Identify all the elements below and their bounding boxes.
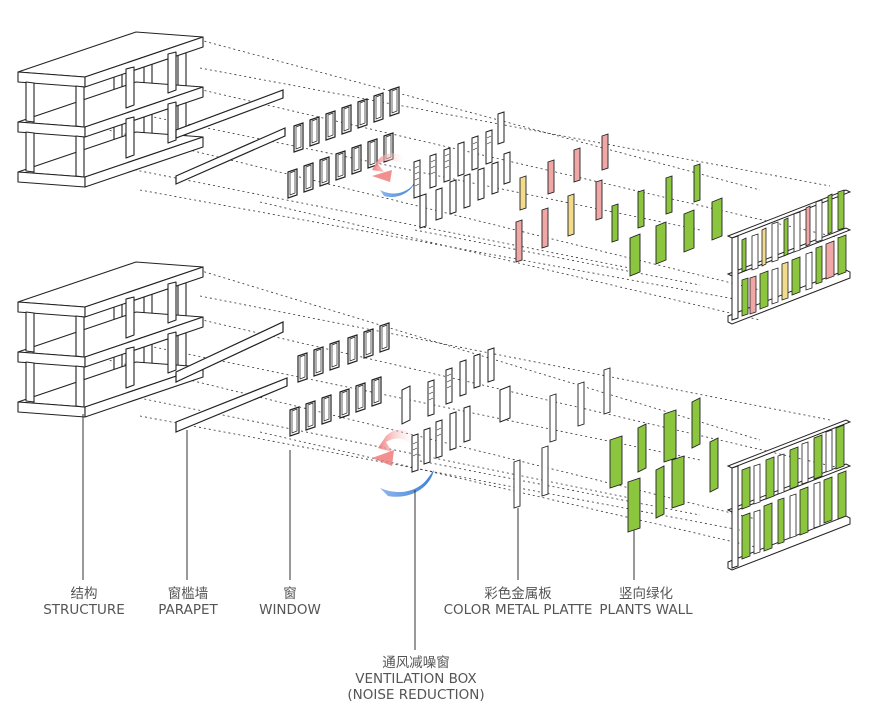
label-structure-cn: 结构	[70, 586, 98, 602]
parapet-bar-icon	[175, 321, 288, 433]
label-window-cn: 窗	[283, 586, 297, 602]
ventilation-louvres	[412, 373, 452, 457]
label-ventilation: 通风减噪窗 VENTILATION BOX (NOISE REDUCTION)	[340, 655, 492, 703]
plant-panel-icon	[611, 163, 723, 277]
structure-frame-icon	[17, 261, 204, 418]
assembled-facade-bottom	[726, 419, 852, 571]
ventilation-box-icon	[401, 347, 511, 473]
plant-panel-icon	[609, 397, 719, 533]
label-plants: 竖向绿化 PLANTS WALL	[594, 586, 698, 618]
label-metal: 彩色金属板 COLOR METAL PLATTE	[440, 586, 596, 618]
airflow-arrow-icon	[372, 429, 434, 497]
label-ventilation-en2: (NOISE REDUCTION)	[347, 687, 485, 703]
label-metal-cn: 彩色金属板	[484, 586, 552, 602]
metal-plate-icon	[515, 133, 609, 263]
projection-lines-top	[99, 35, 841, 321]
label-window-en: WINDOW	[259, 602, 321, 618]
label-parapet: 窗槛墙 PARAPET	[150, 586, 226, 618]
bottom-assembly	[17, 261, 852, 571]
top-assembly	[17, 31, 852, 325]
label-structure: 结构 STRUCTURE	[38, 586, 130, 618]
window-panel-icon	[289, 322, 390, 437]
label-ventilation-en1: VENTILATION BOX	[355, 671, 477, 687]
label-window: 窗 WINDOW	[252, 586, 328, 618]
ventilation-louvres	[414, 135, 492, 187]
parapet-bar-icon	[175, 89, 286, 185]
ventilation-box-icon	[413, 111, 511, 229]
structure-frame-icon	[17, 31, 204, 188]
metal-plate-icon	[513, 367, 611, 509]
label-plants-cn: 竖向绿化	[619, 586, 673, 602]
label-plants-en: PLANTS WALL	[599, 602, 693, 618]
label-metal-en: COLOR METAL PLATTE	[443, 602, 593, 618]
airflow-arrow-icon	[372, 153, 416, 198]
label-parapet-cn: 窗槛墙	[167, 586, 209, 602]
label-parapet-en: PARAPET	[158, 602, 218, 618]
label-ventilation-cn: 通风减噪窗	[382, 655, 450, 671]
assembled-facade-top	[726, 189, 852, 325]
leader-lines	[82, 414, 635, 650]
label-structure-en: STRUCTURE	[43, 602, 125, 618]
window-panel-icon	[287, 86, 400, 199]
